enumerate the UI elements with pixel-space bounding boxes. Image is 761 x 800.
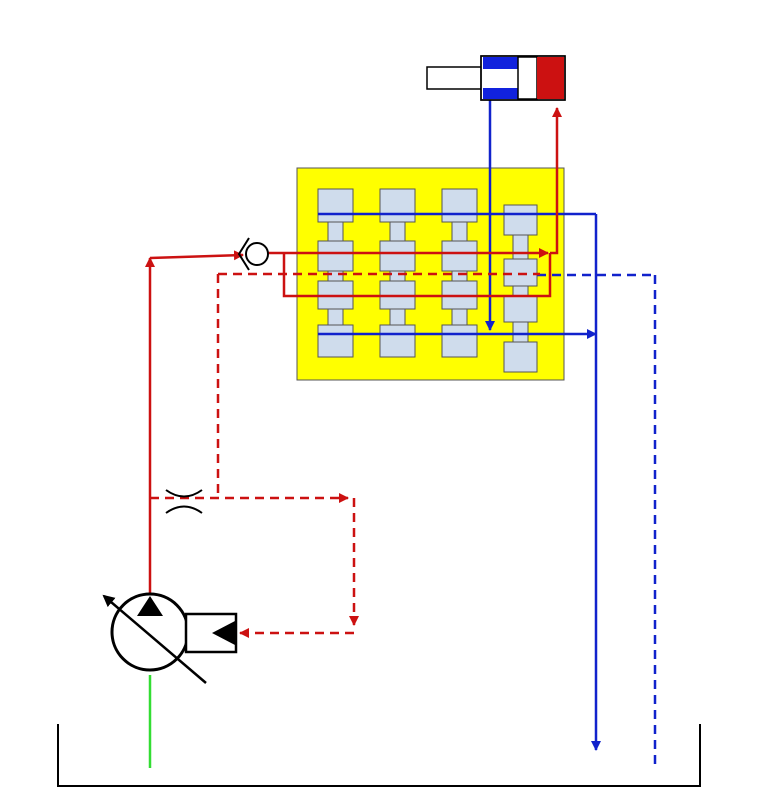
hydraulic-cylinder-icon	[426, 55, 566, 101]
return-lines	[318, 100, 601, 751]
pressure-lines	[145, 107, 562, 598]
valve-spools	[317, 188, 538, 373]
pressure-compensator-icon	[184, 612, 238, 654]
variable-displacement-pump-icon	[102, 592, 207, 684]
orifice-icon	[165, 489, 203, 514]
pilot-lines	[150, 272, 540, 638]
reservoir-tank-icon	[57, 724, 701, 787]
check-valve-icon	[237, 237, 269, 271]
drain-line	[537, 273, 657, 768]
